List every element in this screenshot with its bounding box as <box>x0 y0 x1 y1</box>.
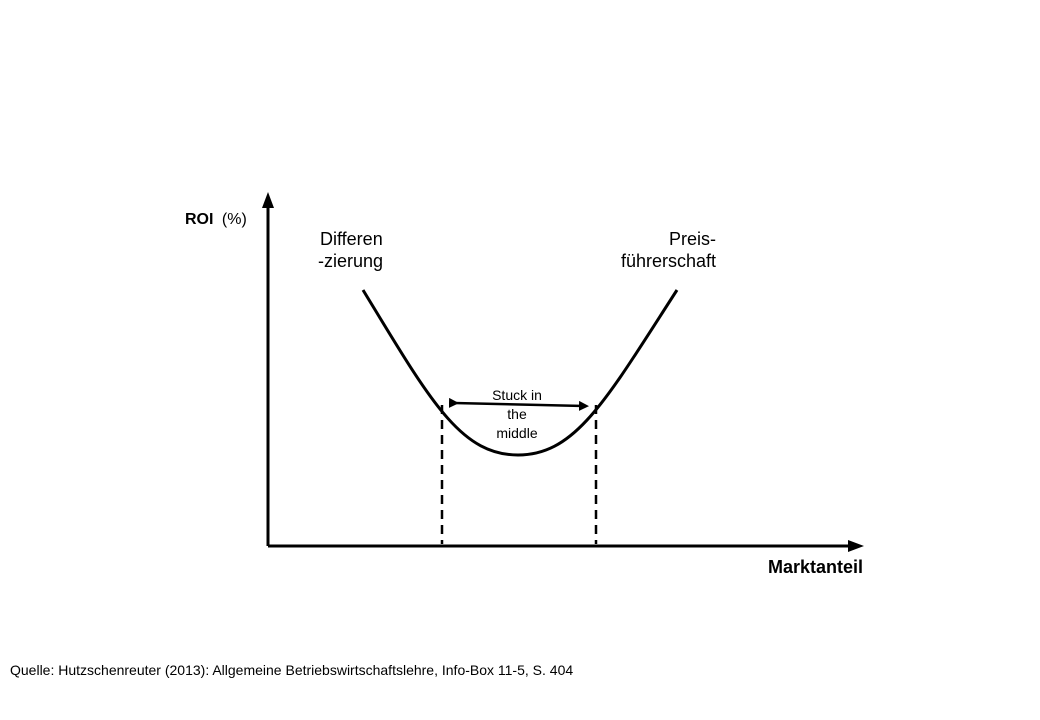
source-citation: Quelle: Hutzschenreuter (2013): Allgemei… <box>10 662 574 678</box>
label-preisfuehrerschaft-line2: führerschaft <box>621 251 716 271</box>
label-stuck-in-middle-line3: middle <box>496 425 537 441</box>
y-axis-arrowhead <box>262 192 274 208</box>
label-differenzierung-line1: Differen <box>320 229 383 249</box>
x-axis-label: Marktanteil <box>768 557 863 577</box>
stuck-in-middle-arrow <box>448 397 589 411</box>
label-stuck-in-middle-line1: Stuck in <box>492 387 542 403</box>
y-axis-label-name: ROI <box>185 211 213 228</box>
label-stuck-in-middle-line2: the <box>507 406 527 422</box>
u-curve <box>361 289 679 457</box>
y-axis-label: ROI (%) <box>185 211 247 228</box>
x-axis-arrowhead <box>848 540 864 552</box>
y-axis-label-unit: (%) <box>222 211 247 228</box>
label-preisfuehrerschaft-line1: Preis- <box>669 229 716 249</box>
label-differenzierung-line2: -zierung <box>318 251 383 271</box>
